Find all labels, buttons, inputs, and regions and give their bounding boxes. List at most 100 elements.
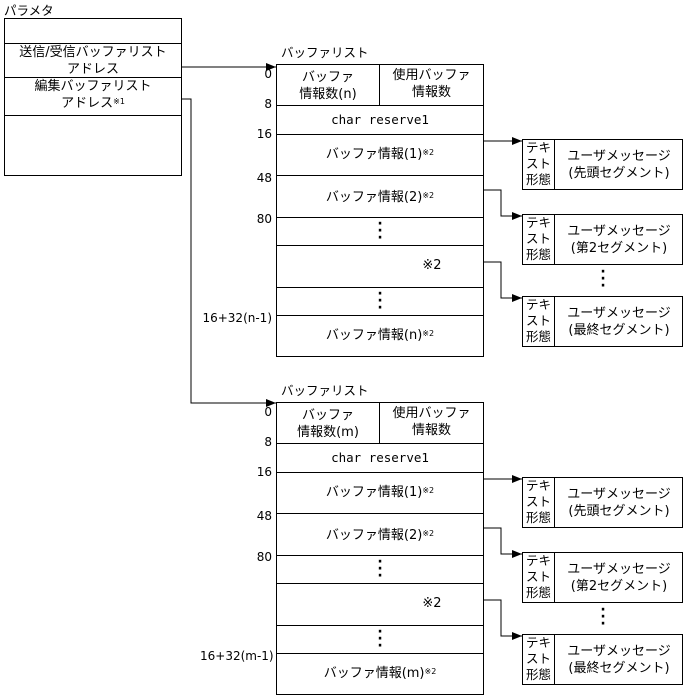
note-mark: ※2 (422, 329, 435, 338)
form-text: 形態 (525, 510, 551, 525)
text-form-label: テキ スト 形態 (523, 478, 554, 526)
buffer-list-table: バッファ 情報数(n) 使用バッファ 情報数 char reserve1 バッフ… (276, 64, 484, 357)
message-text: ユーザメッセージ (第2セグメント) (555, 561, 683, 595)
form-text: テキ (525, 140, 551, 155)
buffer-info-1: バッファ情報(1)※2 (277, 484, 483, 501)
note-mark: ※2 (422, 148, 435, 157)
form-text: スト (525, 156, 551, 171)
parameter-title: パラメタ (4, 3, 54, 18)
form-text: 形態 (525, 329, 551, 344)
user-message-last-segment: テキ スト 形態 ユーザメッセージ (最終セグメント) (522, 296, 683, 347)
note-mark: ※2 (422, 486, 435, 495)
note-mark: ※2 (422, 258, 442, 273)
buffer-info-2: バッファ情報(2)※2 (277, 527, 483, 544)
row2-line2: アドレス (61, 96, 114, 111)
edit-buffer-list-address: 編集バッファリスト アドレス※1 (5, 78, 181, 112)
form-text: 形態 (525, 247, 551, 262)
message-line: ユーザメッセージ (567, 644, 671, 659)
text-form-label: テキ スト 形態 (523, 553, 554, 601)
offset-label: 8 (264, 97, 272, 111)
buffer-list-title: バッファリスト (281, 383, 369, 398)
info-text: バッファ情報(2) (325, 190, 423, 205)
form-text: テキ (525, 478, 551, 493)
buffer-info-1: バッファ情報(1)※2 (277, 146, 483, 163)
form-text: スト (525, 313, 551, 328)
message-line: ユーザメッセージ (567, 306, 671, 321)
header-text: 情報数(m) (297, 425, 359, 440)
offset-label: 0 (264, 405, 272, 419)
ellipsis-dots: ··· (600, 602, 606, 632)
reserve-field: char reserve1 (331, 450, 429, 465)
row1-line2: アドレス (66, 62, 119, 77)
buffer-info-count-header: バッファ 情報数(m) (277, 407, 379, 441)
form-text: テキ (525, 215, 551, 230)
form-text: 形態 (525, 585, 551, 600)
buffer-list-title: バッファリスト (281, 45, 369, 60)
parameter-block: 送信/受信バッファリスト アドレス 編集バッファリスト アドレス※1 (4, 18, 182, 176)
message-line: (最終セグメント) (568, 323, 670, 338)
text-form-label: テキ スト 形態 (523, 297, 554, 345)
message-line: (先頭セグメント) (568, 166, 670, 181)
reserve-field: char reserve1 (331, 112, 429, 127)
ellipsis-dots: ··· (377, 286, 383, 316)
used-buffer-info-count-header: 使用バッファ 情報数 (380, 405, 483, 439)
form-text: テキ (525, 297, 551, 312)
form-text: 形態 (525, 172, 551, 187)
ellipsis-dots: ··· (377, 216, 383, 246)
message-line: ユーザメッセージ (567, 562, 671, 577)
info-text: バッファ情報(2) (325, 528, 423, 543)
header-text: 情報数 (411, 85, 451, 100)
row1-line1: 送信/受信バッファリスト (19, 45, 167, 60)
text-form-label: テキ スト 形態 (523, 140, 554, 188)
note-mark: ※2 (424, 667, 437, 676)
message-text: ユーザメッセージ (第2セグメント) (555, 223, 683, 257)
send-receive-buffer-list-address: 送信/受信バッファリスト アドレス (5, 44, 181, 78)
ellipsis-dots: ··· (377, 624, 383, 654)
ellipsis-dots: ··· (600, 264, 606, 294)
message-line: ユーザメッセージ (567, 149, 671, 164)
header-text: 使用バッファ (392, 406, 471, 421)
user-message-second-segment: テキ スト 形態 ユーザメッセージ (第2セグメント) (522, 214, 683, 265)
buffer-list-table: バッファ 情報数(m) 使用バッファ 情報数 char reserve1 バッフ… (276, 402, 484, 695)
message-line: (最終セグメント) (568, 661, 670, 676)
note-mark: ※2 (422, 596, 442, 611)
text-form-label: テキ スト 形態 (523, 635, 554, 683)
user-message-last-segment: テキ スト 形態 ユーザメッセージ (最終セグメント) (522, 634, 683, 685)
offset-label: 16 (256, 127, 272, 141)
form-text: スト (525, 231, 551, 246)
user-message-first-segment: テキ スト 形態 ユーザメッセージ (先頭セグメント) (522, 139, 683, 190)
offset-label: 16+32(m-1) (200, 649, 274, 663)
offset-label: 16 (256, 465, 272, 479)
info-text: バッファ情報(n) (325, 328, 423, 343)
offset-label: 8 (264, 435, 272, 449)
message-text: ユーザメッセージ (最終セグメント) (555, 643, 683, 677)
info-text: バッファ情報(1) (325, 485, 423, 500)
info-text: バッファ情報(1) (325, 147, 423, 162)
offset-label: 48 (256, 509, 272, 523)
header-text: 情報数 (411, 423, 451, 438)
message-line: (先頭セグメント) (568, 504, 670, 519)
buffer-info-2: バッファ情報(2)※2 (277, 189, 483, 206)
used-buffer-info-count-header: 使用バッファ 情報数 (380, 67, 483, 101)
text-form-label: テキ スト 形態 (523, 215, 554, 263)
user-message-first-segment: テキ スト 形態 ユーザメッセージ (先頭セグメント) (522, 477, 683, 528)
offset-label: 48 (256, 171, 272, 185)
note-mark: ※2 (422, 529, 435, 538)
row2-line1: 編集バッファリスト (34, 79, 152, 94)
form-text: スト (525, 569, 551, 584)
offset-label: 0 (264, 67, 272, 81)
form-text: スト (525, 651, 551, 666)
message-line: ユーザメッセージ (567, 224, 671, 239)
form-text: スト (525, 494, 551, 509)
user-message-second-segment: テキ スト 形態 ユーザメッセージ (第2セグメント) (522, 552, 683, 603)
ellipsis-dots: ··· (377, 554, 383, 584)
header-text: 使用バッファ (392, 68, 471, 83)
message-text: ユーザメッセージ (先頭セグメント) (555, 486, 683, 520)
buffer-info-last: バッファ情報(n)※2 (277, 327, 483, 344)
header-text: バッファ (301, 70, 354, 85)
form-text: テキ (525, 635, 551, 650)
buffer-info-last: バッファ情報(m)※2 (277, 665, 483, 682)
offset-label: 16+32(n-1) (202, 311, 272, 325)
form-text: 形態 (525, 667, 551, 682)
message-line: ユーザメッセージ (567, 487, 671, 502)
